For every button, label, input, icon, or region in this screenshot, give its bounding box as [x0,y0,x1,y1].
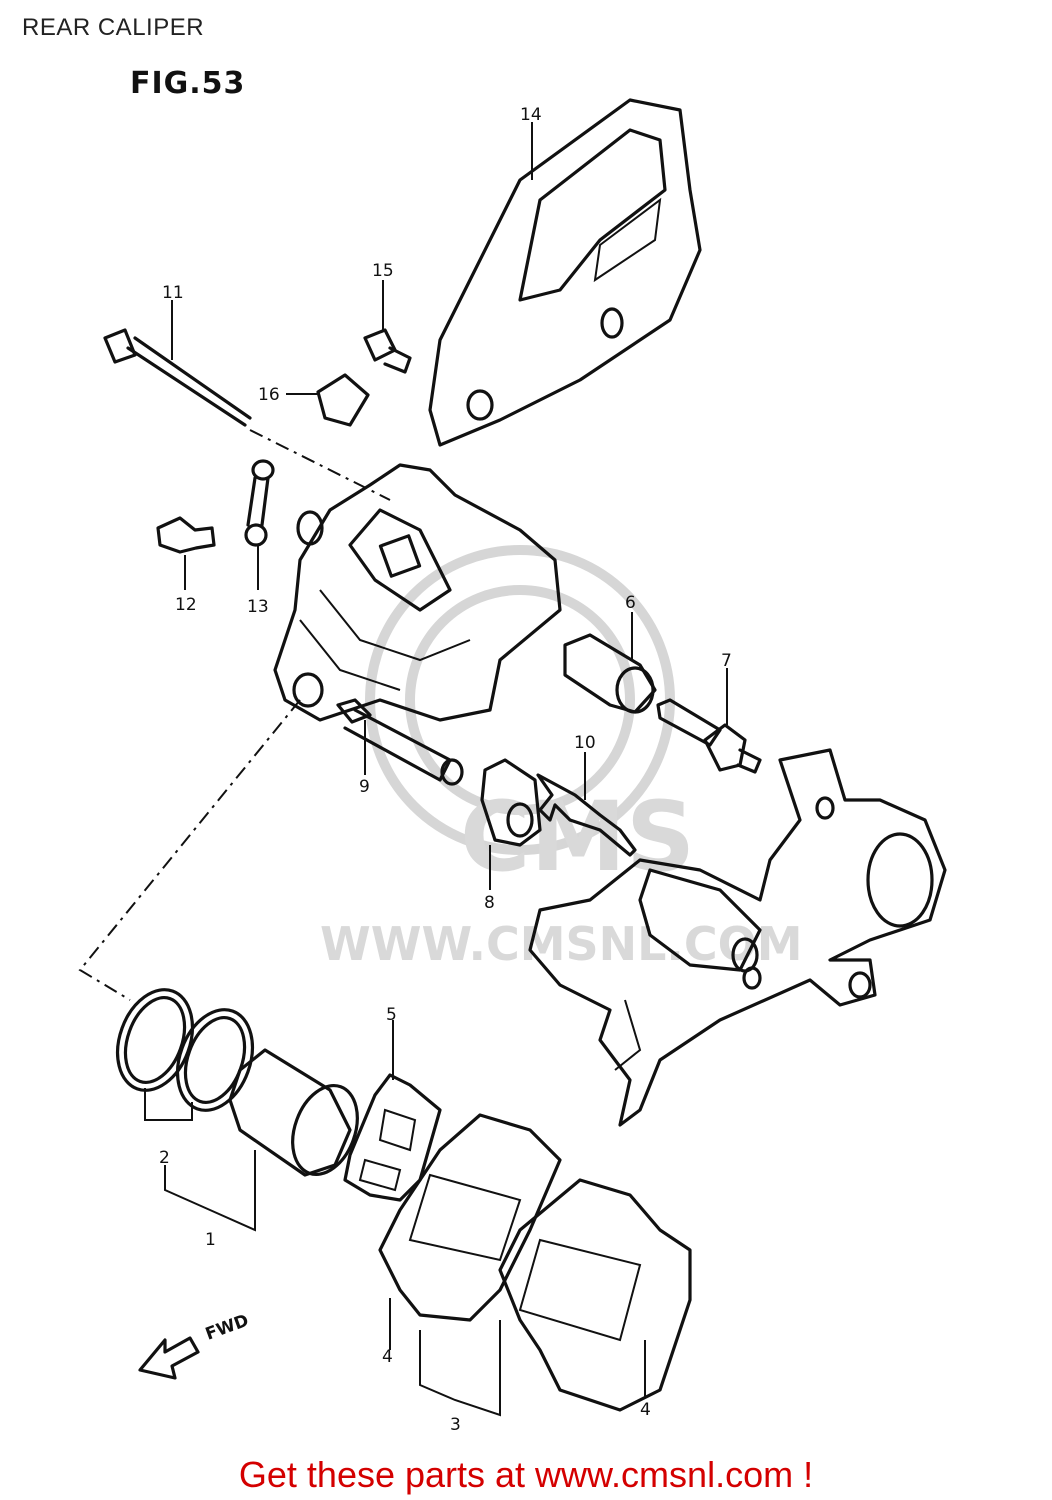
callout-11: 11 [162,283,184,303]
part-15-small-bolt[interactable] [363,328,412,374]
watermark-logo-text: CMS [460,781,695,893]
callout-1: 1 [205,1230,216,1250]
part-6-sleeve[interactable] [563,633,657,714]
caliper-bracket[interactable] [528,748,947,1127]
part-5-shim[interactable] [343,1073,442,1202]
part-9-slide-pin[interactable] [336,698,464,786]
watermark-url-text: WWW.CMSNL.COM [320,917,803,971]
callout-12: 12 [175,595,197,615]
part-16-cap[interactable] [316,373,370,427]
part-4-brake-pad-outer[interactable] [498,1178,692,1412]
part-8-dust-boot[interactable] [480,758,542,847]
part-14-bracket-plate[interactable] [428,98,702,447]
part-2-piston-seals[interactable] [104,979,265,1121]
part-4-brake-pad-inner[interactable] [378,1113,562,1322]
part-12-bleeder-valve[interactable] [156,516,216,554]
callout-3: 3 [450,1415,461,1435]
leader-dash-11 [249,429,391,501]
callout-4-inner: 4 [382,1347,393,1367]
callout-9: 9 [359,777,370,797]
part-13-clip[interactable] [244,459,275,547]
callout-10: 10 [574,733,596,753]
callout-15: 15 [372,261,394,281]
footer-link-text[interactable]: Get these parts at www.cmsnl.com ! [238,1454,814,1495]
fwd-direction-arrow: FWD [138,1311,252,1380]
callout-2: 2 [159,1148,170,1168]
callout-5: 5 [386,1005,397,1025]
callout-13: 13 [247,597,269,617]
callout-14: 14 [520,105,542,125]
part-10-pad-spring[interactable] [536,773,637,857]
leader-lines [78,122,728,1417]
figure-label: FIG.53 [130,66,246,101]
part-number-labels: 14 15 11 16 12 13 6 7 10 9 8 5 2 1 4 3 4 [159,105,732,1435]
part-11-slide-bolt[interactable] [103,328,252,427]
callout-4-outer: 4 [640,1400,651,1420]
fwd-label: FWD [203,1311,252,1345]
callout-6: 6 [625,593,636,613]
caliper-body[interactable] [273,463,562,722]
callout-8: 8 [484,893,495,913]
exploded-parts-diagram: CMS WWW.CMSNL.COM [78,98,947,1435]
callout-7: 7 [721,651,732,671]
part-7-pin-bolt[interactable] [656,698,762,774]
page-header-title: REAR CALIPER [22,14,205,41]
callout-16: 16 [258,385,280,405]
part-1-piston[interactable] [228,1048,369,1183]
cms-watermark: CMS WWW.CMSNL.COM [320,545,803,971]
